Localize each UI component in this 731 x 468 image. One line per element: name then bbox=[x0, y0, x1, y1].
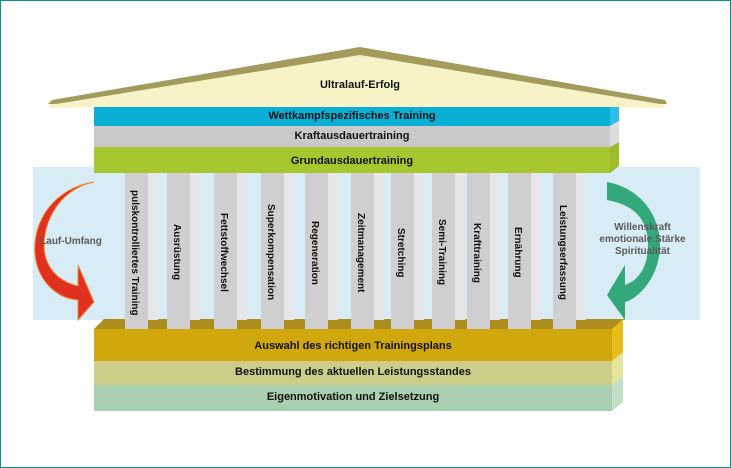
pillar-side bbox=[490, 173, 500, 320]
pillar-side bbox=[190, 173, 200, 320]
pillar-label: Regeneration bbox=[309, 220, 320, 285]
band-wettkampf bbox=[94, 107, 610, 126]
pillar bbox=[261, 173, 284, 329]
left-arrow-icon bbox=[34, 181, 95, 322]
pillar-label: Ernährung bbox=[512, 227, 523, 278]
band-label: Bestimmung des aktuellen Leistungsstande… bbox=[235, 366, 471, 378]
pillar-side bbox=[576, 173, 586, 320]
pillar-side bbox=[531, 173, 541, 320]
pillar bbox=[305, 173, 328, 329]
pillar-side bbox=[374, 173, 384, 320]
right-arrow-label: Willenskraft emotionale Stärke Spiritual… bbox=[585, 222, 700, 258]
band-label: Auswahl des richtigen Trainingsplans bbox=[254, 340, 452, 352]
pillar-side bbox=[414, 173, 424, 320]
pillar-side bbox=[148, 173, 158, 320]
roof bbox=[48, 48, 666, 108]
pillar-side bbox=[284, 173, 294, 320]
band-auswahl bbox=[94, 329, 612, 361]
pillar bbox=[432, 173, 455, 329]
pillar-label: Krafttraining bbox=[471, 222, 482, 283]
right-arrow-icon bbox=[607, 182, 660, 320]
pillar-label: Fettstoffwechsel bbox=[218, 213, 229, 292]
pillar-label: Leistungserfassung bbox=[557, 204, 568, 301]
band-eigenmotivation bbox=[94, 385, 612, 411]
band-label: Grundausdauertraining bbox=[290, 155, 414, 167]
pillar-label: Stretching bbox=[395, 227, 406, 278]
pillar-label: Zeitmanagement bbox=[355, 212, 366, 293]
band-bestimmung bbox=[94, 361, 612, 385]
band-grundausdauer bbox=[94, 147, 610, 173]
pillar-side bbox=[455, 173, 465, 320]
band-label: Eigenmotivation und Zielsetzung bbox=[266, 391, 440, 403]
pillar bbox=[391, 173, 414, 329]
pillar-label: Ausrüstung bbox=[171, 224, 182, 281]
left-arrow-label: Lauf-Umfang bbox=[40, 236, 102, 247]
right-arrow-line: Spiritualität bbox=[614, 246, 670, 257]
pillar bbox=[467, 173, 490, 329]
band-label: Kraftausdauertraining bbox=[294, 130, 410, 142]
pillar bbox=[125, 173, 148, 329]
right-arrow-line: emotionale Stärke bbox=[599, 234, 686, 245]
pillar-side bbox=[328, 173, 338, 320]
band-label: Wettkampfspezifisches Training bbox=[268, 110, 436, 122]
pillar-label: pulskontrolliertes Training bbox=[129, 189, 140, 316]
band-kraftausdauer bbox=[94, 126, 610, 147]
pillar bbox=[214, 173, 237, 329]
pillar-label: Semi-Training bbox=[436, 219, 447, 286]
pillar bbox=[167, 173, 190, 329]
roof-label: Ultralauf-Erfolg bbox=[319, 79, 401, 91]
pillar bbox=[351, 173, 374, 329]
right-arrow-line: Willenskraft bbox=[614, 222, 671, 233]
pillar-side bbox=[237, 173, 247, 320]
pillar bbox=[508, 173, 531, 329]
pillar bbox=[553, 173, 576, 329]
pillar-label: Superkompensation bbox=[265, 204, 276, 301]
